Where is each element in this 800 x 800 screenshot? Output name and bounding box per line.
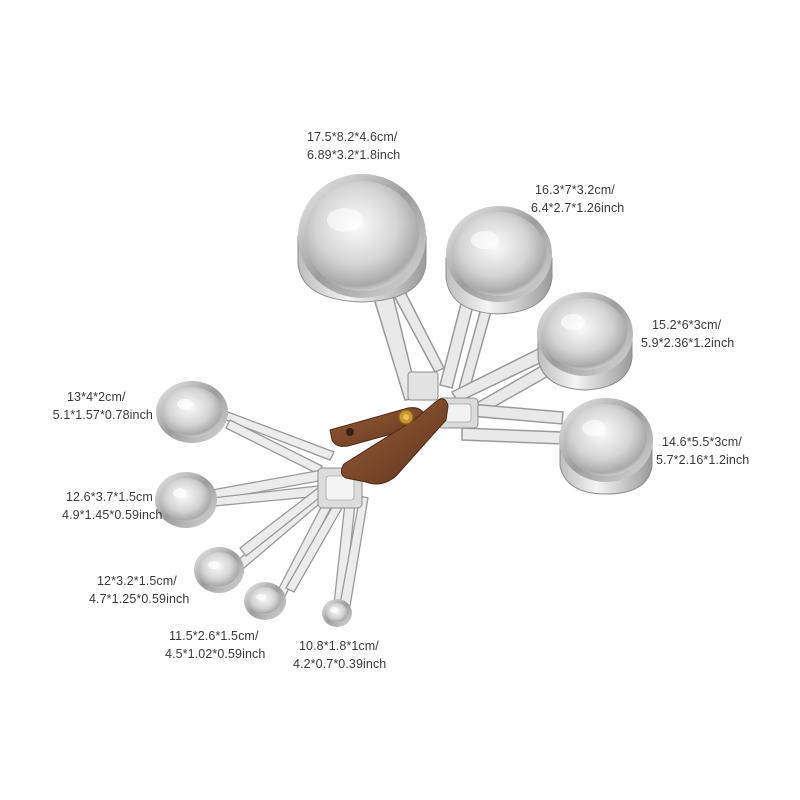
- spoon-handles: [211, 411, 369, 607]
- cup-3-inch: 5.9*2.36*1.2inch: [641, 336, 735, 350]
- measuring-cup-2: [445, 206, 553, 315]
- spoon-2-inch: 4.9*1.45*0.59inch: [62, 508, 163, 522]
- cup-1-inch: 6.89*3.2*1.8inch: [307, 148, 401, 162]
- measuring-cup-1: [297, 174, 427, 303]
- measuring-spoon-5: [322, 599, 352, 627]
- cup-4-inch: 5.7*2.16*1.2inch: [656, 453, 750, 467]
- cup-3-dimensions: 15.2*6*3cm/ 5.9*2.36*1.2inch: [641, 316, 734, 352]
- spoon-5-dimensions: 10.8*1.8*1cm/ 4.2*0.7*0.39inch: [293, 637, 386, 673]
- measuring-cup-3: [537, 292, 633, 391]
- cup-2-dimensions: 16.3*7*3.2cm/ 6.4*2.7*1.26inch: [531, 181, 624, 217]
- measuring-spoon-3: [194, 547, 244, 593]
- spoon-4-inch: 4.5*1.02*0.59inch: [165, 647, 266, 661]
- leather-strap: [329, 398, 449, 485]
- cup-handles: [370, 289, 564, 445]
- cup-4-cm: 14.6*5.5*3cm/: [662, 435, 742, 449]
- measuring-cup-4: [559, 398, 653, 495]
- cup-2-cm: 16.3*7*3.2cm/: [535, 183, 615, 197]
- cup-2-inch: 6.4*2.7*1.26inch: [531, 201, 625, 215]
- cup-3-cm: 15.2*6*3cm/: [652, 318, 722, 332]
- spoon-3-dimensions: 12*3.2*1.5cm/ 4.7*1.25*0.59inch: [89, 572, 189, 608]
- spoon-2-dimensions: 12.6*3.7*1.5cm 4.9*1.45*0.59inch: [62, 488, 162, 524]
- spoon-3-inch: 4.7*1.25*0.59inch: [89, 592, 190, 606]
- spoon-1-dimensions: 13*4*2cm/ 5.1*1.57*0.78inch: [43, 388, 153, 424]
- spoon-4-cm: 11.5*2.6*1.5cm/: [169, 629, 259, 643]
- measuring-spoon-4: [244, 582, 286, 620]
- spoon-5-cm: 10.8*1.8*1cm/: [299, 639, 379, 653]
- spoon-1-cm: 13*4*2cm/: [67, 390, 126, 404]
- measuring-spoon-2: [155, 472, 217, 528]
- spoon-2-cm: 12.6*3.7*1.5cm: [66, 490, 153, 504]
- spoon-4-dimensions: 11.5*2.6*1.5cm/ 4.5*1.02*0.59inch: [165, 627, 265, 663]
- cup-4-dimensions: 14.6*5.5*3cm/ 5.7*2.16*1.2inch: [656, 433, 749, 469]
- cup-1-cm: 17.5*8.2*4.6cm/: [307, 130, 398, 144]
- spoon-1-inch: 5.1*1.57*0.78inch: [52, 408, 153, 422]
- measuring-spoon-1: [156, 381, 228, 443]
- cup-1-dimensions: 17.5*8.2*4.6cm/ 6.89*3.2*1.8inch: [307, 128, 400, 164]
- spoon-5-inch: 4.2*0.7*0.39inch: [293, 657, 387, 671]
- spoon-3-cm: 12*3.2*1.5cm/: [97, 574, 177, 588]
